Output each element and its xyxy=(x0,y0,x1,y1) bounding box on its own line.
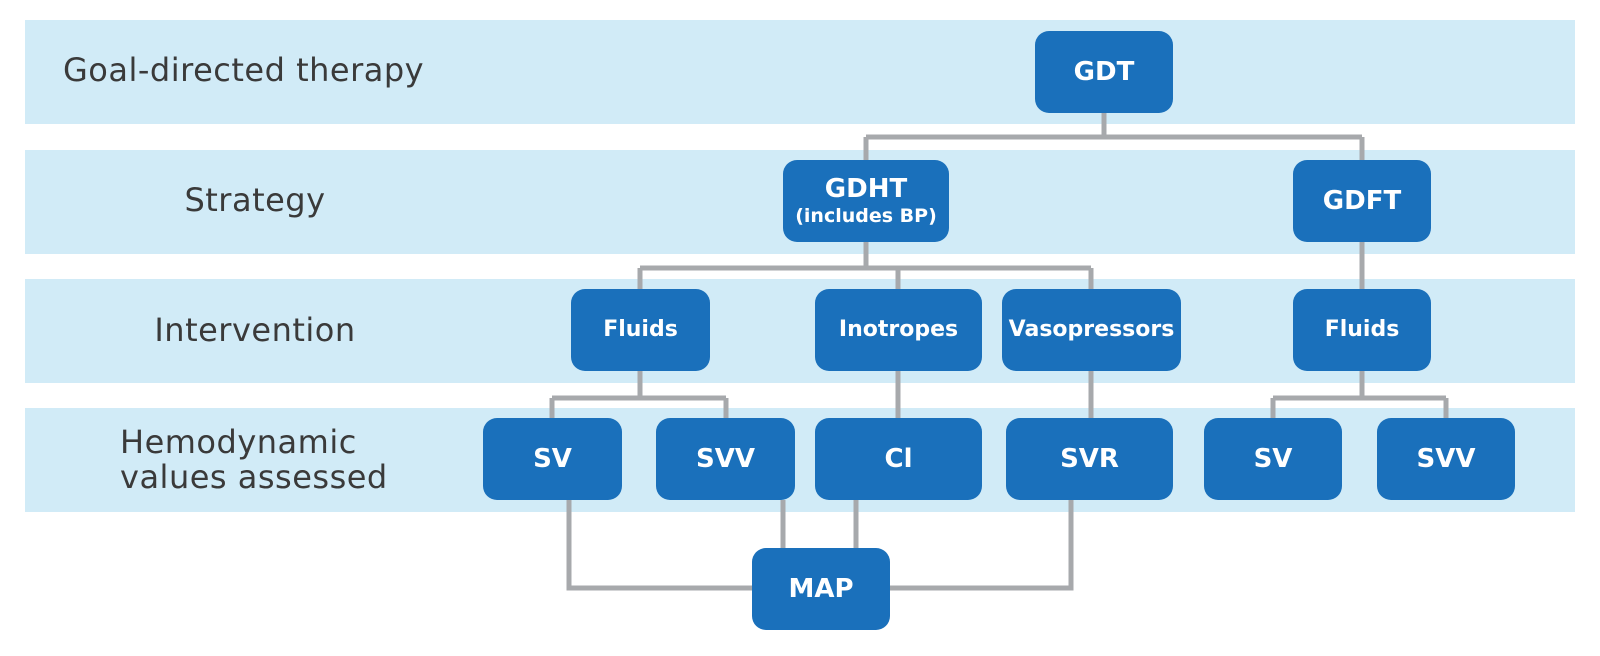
node-map-label: MAP xyxy=(788,574,854,604)
node-svv-right-label: SVV xyxy=(1416,444,1476,474)
node-gdht-sublabel: (includes BP) xyxy=(795,205,937,227)
node-svr-label: SVR xyxy=(1060,444,1119,474)
row-label-intervention: Intervention xyxy=(154,311,356,349)
node-svv-left-label: SVV xyxy=(696,444,755,474)
node-vasopressors-label: Vasopressors xyxy=(1008,317,1175,342)
row-label-hemodynamic-line2: values assessed xyxy=(120,458,388,496)
node-fluids-left-label: Fluids xyxy=(603,317,678,342)
link-sv-map xyxy=(566,500,752,591)
node-gdft-label: GDFT xyxy=(1322,186,1402,216)
node-svr: SVR xyxy=(1006,418,1173,500)
row-label-goal: Goal-directed therapy xyxy=(63,51,425,89)
row-label-hemodynamic-line1: Hemodynamic xyxy=(120,423,357,461)
node-ci: Cl xyxy=(815,418,982,500)
node-svv-right: SVV xyxy=(1377,418,1515,500)
link-gdt-split xyxy=(863,113,1365,162)
node-gdft: GDFT xyxy=(1293,160,1431,242)
node-sv-right: SV xyxy=(1204,418,1342,500)
node-ci-label: Cl xyxy=(884,444,913,474)
node-svv-left: SVV xyxy=(656,418,795,500)
node-gdht-label: GDHT xyxy=(824,174,908,204)
band-goal xyxy=(25,20,1575,124)
node-gdt: GDT xyxy=(1035,31,1173,113)
link-fluids-right-split xyxy=(1270,371,1449,420)
link-fluids-left-split xyxy=(549,371,729,420)
link-svr-map xyxy=(888,500,1074,591)
node-fluids-right: Fluids xyxy=(1293,289,1431,371)
node-fluids-left: Fluids xyxy=(571,289,710,371)
node-vasopressors: Vasopressors xyxy=(1002,289,1181,371)
node-sv-left-label: SV xyxy=(533,444,572,474)
node-map: MAP xyxy=(752,548,890,630)
node-sv-left: SV xyxy=(483,418,622,500)
row-label-strategy: Strategy xyxy=(184,181,326,219)
node-gdt-label: GDT xyxy=(1073,57,1135,87)
node-inotropes: Inotropes xyxy=(815,289,982,371)
node-gdht: GDHT (includes BP) xyxy=(783,160,949,242)
node-inotropes-label: Inotropes xyxy=(838,317,959,342)
link-gdht-split xyxy=(637,242,1094,291)
node-sv-right-label: SV xyxy=(1253,444,1293,474)
node-fluids-right-label: Fluids xyxy=(1324,317,1400,342)
